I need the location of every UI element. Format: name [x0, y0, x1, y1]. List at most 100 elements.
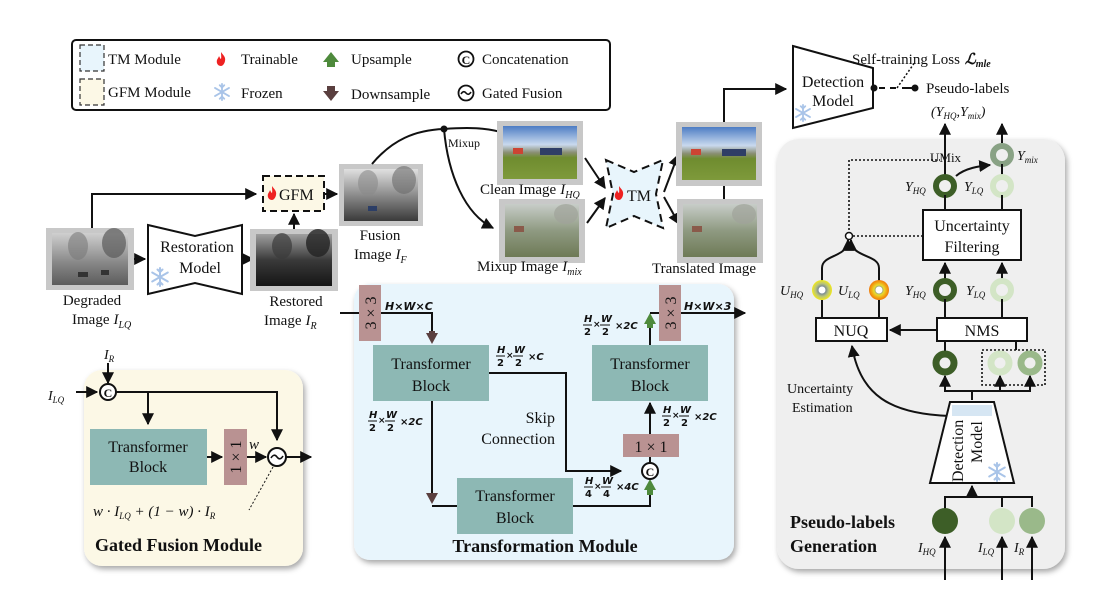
- det-output-hq: [932, 350, 958, 376]
- clean-image: [497, 121, 583, 185]
- downsample-arrow-icon: [323, 86, 339, 101]
- input-r-label: IR: [1013, 541, 1025, 557]
- tm-concatenation-node: C: [641, 462, 659, 480]
- legend-item-downsample: Downsample: [323, 86, 430, 103]
- svg-text:Filtering: Filtering: [944, 239, 999, 256]
- svg-text:H: H: [497, 345, 506, 356]
- detection-model-top: Detection Model: [792, 44, 874, 130]
- svg-text:H: H: [369, 410, 378, 421]
- dim-b1-down: H 2 × W 2 ×2C: [368, 410, 423, 434]
- downsample-arrow-icon: [426, 493, 438, 504]
- svg-text:W: W: [386, 410, 398, 421]
- nms-block: NMS: [936, 317, 1028, 342]
- svg-text:4: 4: [585, 489, 592, 500]
- dim-out: H×W×3: [684, 300, 732, 313]
- svg-text:W: W: [602, 476, 614, 487]
- svg-text:C: C: [646, 465, 655, 479]
- svg-text:×: ×: [594, 482, 602, 492]
- svg-text:Transformer: Transformer: [610, 356, 690, 373]
- fusion-image: [339, 164, 423, 226]
- svg-text:GFM Module: GFM Module: [108, 85, 191, 101]
- uncertainty-estimation-line2: Estimation: [792, 401, 853, 416]
- svg-text:TM: TM: [627, 188, 651, 205]
- legend: TM Module GFM Module Trainable Frozen Up…: [71, 39, 611, 111]
- svg-text:Frozen: Frozen: [241, 86, 283, 102]
- det-output-group: [981, 349, 1046, 386]
- svg-text:Gated Fusion: Gated Fusion: [482, 86, 563, 102]
- svg-text:Block: Block: [412, 378, 450, 395]
- legend-item-frozen: Frozen: [214, 83, 283, 102]
- pseudo-gen-title-line2: Generation: [790, 536, 877, 556]
- umix-label: UMix: [930, 150, 962, 165]
- tm-module-swatch: [79, 44, 105, 72]
- svg-text:2: 2: [681, 418, 688, 429]
- legend-item-concatenation: C Concatenation: [457, 50, 569, 68]
- svg-text:2: 2: [584, 327, 591, 338]
- y-lq-label-filtered: YLQ: [964, 180, 984, 196]
- svg-text:2: 2: [602, 327, 609, 338]
- restored-label-line1: Restored: [269, 294, 323, 310]
- skip-label-line2: Connection: [481, 431, 555, 448]
- gfm-title: Gated Fusion Module: [95, 535, 262, 555]
- translated-image-mix: [677, 199, 763, 263]
- input-lq-label: ILQ: [977, 541, 995, 557]
- svg-text:NMS: NMS: [965, 323, 1000, 340]
- pseudo-labels-tuple: (YHQ,Ymix): [931, 105, 986, 121]
- restoration-model: Restoration Model: [147, 223, 243, 296]
- svg-text:Model: Model: [812, 93, 854, 110]
- svg-text:×2C: ×2C: [615, 321, 638, 332]
- gfm-transformer-block: Transformer Block: [90, 429, 207, 485]
- tm-conv-1x1: 1 × 1: [623, 434, 679, 457]
- mixup-label: Mixup: [448, 136, 480, 150]
- gfm-input-top: IR: [103, 348, 115, 364]
- svg-text:Block: Block: [496, 510, 534, 527]
- legend-item-trainable: Trainable: [216, 52, 298, 68]
- svg-text:2: 2: [369, 423, 376, 434]
- detection-model-bottom: Detection Model: [928, 401, 1016, 484]
- svg-text:NUQ: NUQ: [834, 323, 869, 340]
- svg-text:Block: Block: [631, 378, 669, 395]
- svg-text:C: C: [104, 386, 113, 400]
- legend-item-gfm-module: GFM Module: [79, 78, 191, 106]
- svg-text:Transformer: Transformer: [475, 488, 555, 505]
- svg-text:1 × 1: 1 × 1: [634, 439, 667, 456]
- tm-conv-in-3x3: 3 × 3: [359, 285, 381, 341]
- svg-text:W: W: [680, 405, 692, 416]
- svg-text:Transformer: Transformer: [108, 439, 188, 456]
- svg-text:2: 2: [663, 418, 670, 429]
- svg-text:2: 2: [497, 358, 504, 369]
- degraded-label-line1: Degraded: [63, 293, 122, 309]
- y-hq-label-filtered: YHQ: [905, 180, 926, 196]
- loss-switch: [896, 61, 916, 89]
- tm-title: Transformation Module: [452, 536, 637, 556]
- concatenation-icon: C: [457, 50, 475, 68]
- dim-in: H×W×C: [385, 300, 433, 313]
- gfm-input-left: ILQ: [47, 389, 65, 405]
- det-output-lq: [987, 350, 1013, 376]
- upsample-arrow-icon: [323, 52, 339, 67]
- svg-text:Downsample: Downsample: [351, 87, 430, 103]
- nuq-block: NUQ: [815, 317, 888, 342]
- svg-text:×: ×: [378, 416, 386, 426]
- svg-text:Model: Model: [179, 260, 221, 277]
- svg-text:Detection: Detection: [802, 74, 864, 91]
- svg-text:Upsample: Upsample: [351, 52, 412, 68]
- dim-top-up: H 2 × W 2 ×2C: [583, 314, 638, 338]
- skip-label-line1: Skip: [526, 410, 555, 427]
- dim-mid-up: H 2 × W 2 ×2C: [662, 405, 717, 429]
- svg-text:2: 2: [515, 358, 522, 369]
- svg-text:×C: ×C: [528, 352, 544, 363]
- gfm-block: GFM: [262, 175, 325, 212]
- input-lq-node: [989, 508, 1015, 534]
- legend-item-gated-fusion: Gated Fusion: [457, 84, 563, 102]
- svg-text:×2C: ×2C: [694, 412, 717, 423]
- gfm-weight-label: w: [249, 437, 259, 453]
- uncertainty-filtering-block: Uncertainty Filtering: [922, 209, 1022, 261]
- input-hq-node: [932, 508, 958, 534]
- u-hq-label: UHQ: [780, 284, 804, 300]
- svg-text:Restoration: Restoration: [160, 239, 234, 256]
- restored-image: [250, 229, 338, 291]
- svg-text:W: W: [601, 314, 613, 325]
- svg-text:×2C: ×2C: [400, 417, 423, 428]
